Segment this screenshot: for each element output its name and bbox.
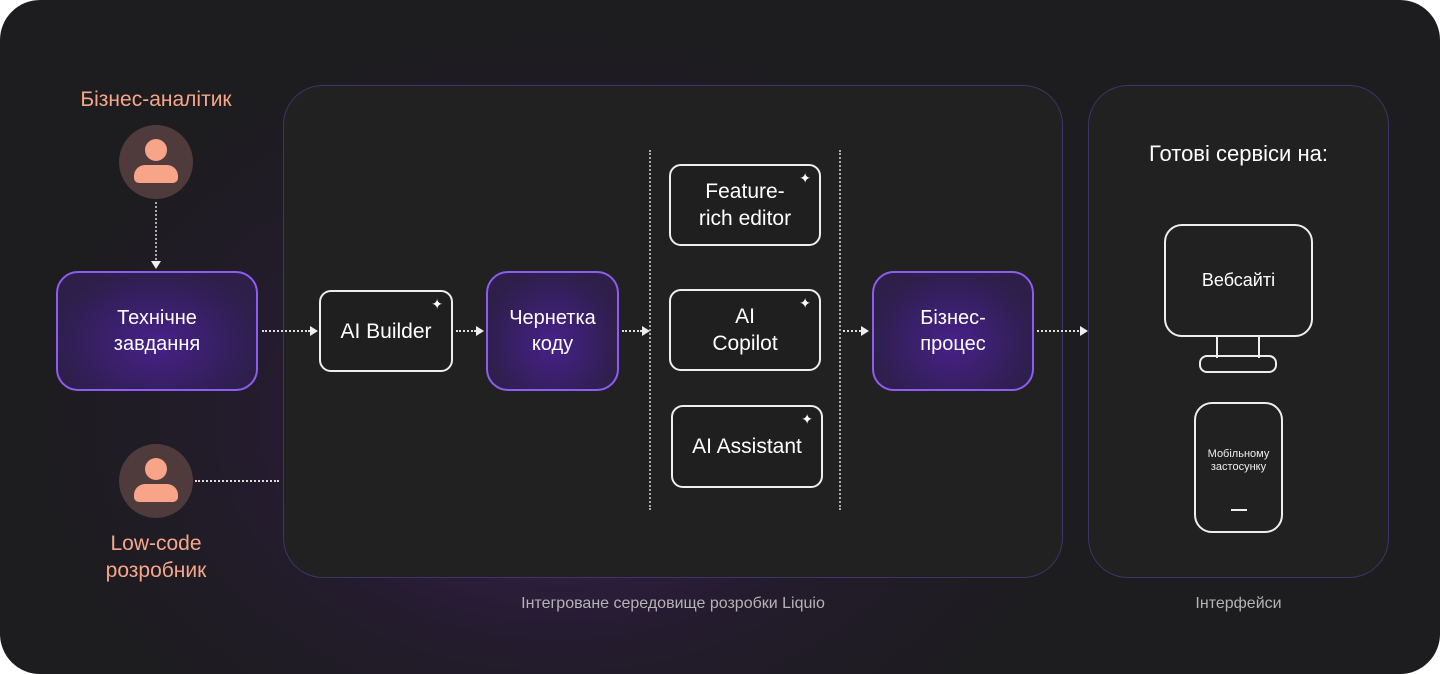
arrow-icon [1080, 326, 1088, 336]
divider [839, 150, 841, 510]
monitor-stand [1216, 336, 1260, 358]
sparkle-icon: ✦ [799, 295, 811, 311]
sparkle-icon: ✦ [431, 296, 443, 312]
arrow-icon [642, 326, 650, 336]
home-bar [1231, 509, 1247, 511]
arrow-icon [310, 326, 318, 336]
process-node: Бізнес-процес [872, 271, 1034, 391]
sparkle-icon: ✦ [799, 170, 811, 186]
connector [622, 330, 642, 332]
connector [1037, 330, 1079, 332]
connector [456, 330, 476, 332]
arrow-icon [861, 326, 869, 336]
sparkle-icon: ✦ [801, 411, 813, 427]
analyst-avatar-icon [119, 125, 193, 199]
divider [649, 150, 651, 510]
arrow-icon [476, 326, 484, 336]
interfaces-title: Готові сервіси на: [1149, 141, 1328, 166]
arrow-icon [151, 261, 161, 269]
lowcode-avatar-icon [119, 444, 193, 518]
connector [843, 330, 861, 332]
analyst-label: Бізнес-аналітик [80, 88, 232, 111]
editor-node: ✦Feature-rich editor [669, 164, 821, 246]
monitor-base [1199, 355, 1277, 373]
assistant-node: ✦AI Assistant [671, 405, 823, 488]
website-label: Вебсайті [1201, 270, 1276, 290]
interfaces-caption: Інтерфейси [1195, 595, 1282, 612]
ide-caption: Інтегроване середовище розробки Liquio [521, 595, 825, 612]
ai-builder-node: ✦AI Builder [319, 290, 453, 372]
monitor-icon: Вебсайті [1164, 224, 1313, 337]
connector [195, 480, 279, 482]
connector [262, 330, 310, 332]
connector [155, 202, 157, 260]
interfaces-panel [1088, 85, 1389, 578]
